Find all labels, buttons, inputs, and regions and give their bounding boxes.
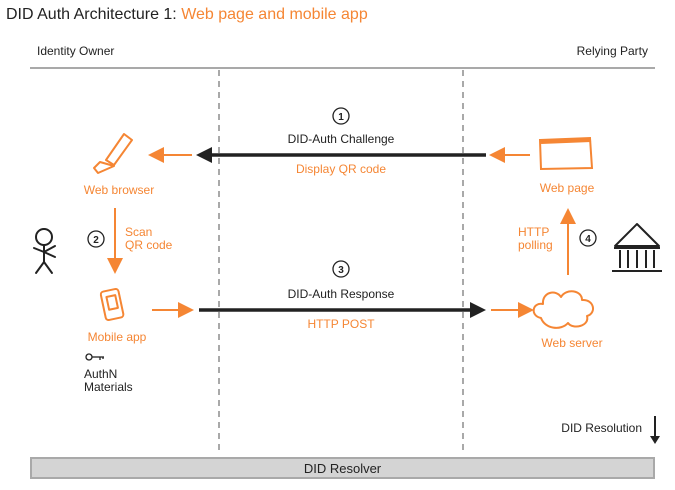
relying-party-label: Relying Party <box>576 44 648 58</box>
did-resolver-bar: DID Resolver <box>30 457 655 479</box>
step-3-label: DID-Auth Response <box>287 287 395 301</box>
diagram-title: DID Auth Architecture 1: Web page and mo… <box>6 6 368 24</box>
svg-text:2: 2 <box>93 235 99 246</box>
bank-icon <box>612 223 662 272</box>
web-page-label: Web page <box>539 181 595 195</box>
did-resolver-label: DID Resolver <box>303 460 382 476</box>
step-1-badge: 1 <box>332 107 350 125</box>
svg-text:3: 3 <box>338 265 344 276</box>
step-2-label: Scan QR code <box>125 225 173 252</box>
title-accent: Web page and mobile app <box>181 6 368 23</box>
response-arrow-head <box>470 302 486 318</box>
laptop-icon <box>93 133 133 174</box>
step-4-badge: 4 <box>579 229 597 247</box>
key-icon <box>85 353 104 361</box>
svg-text:4: 4 <box>585 234 591 245</box>
step-4-label: HTTP polling <box>518 225 553 252</box>
title-prefix: DID Auth Architecture 1: <box>6 6 182 23</box>
step-3-badge: 3 <box>332 260 350 278</box>
browser-window-icon <box>538 136 594 171</box>
step-1-sublabel: Display QR code <box>295 162 387 176</box>
challenge-arrow-head <box>196 147 212 163</box>
web-server-label: Web server <box>541 336 603 350</box>
stick-figure-icon <box>33 228 56 274</box>
svg-text:1: 1 <box>338 112 344 123</box>
web-browser-label: Web browser <box>83 183 155 197</box>
did-resolution-label: DID Resolution <box>561 421 642 435</box>
step-3-sublabel: HTTP POST <box>307 317 375 331</box>
mobile-app-label: Mobile app <box>87 330 147 344</box>
step-2-badge: 2 <box>87 230 105 248</box>
cloud-icon <box>532 290 594 329</box>
phone-icon <box>99 287 125 321</box>
identity-owner-label: Identity Owner <box>37 44 115 58</box>
authn-materials-label: AuthN Materials <box>84 367 133 394</box>
step-1-label: DID-Auth Challenge <box>287 132 395 146</box>
resolution-arrow-head <box>650 436 660 444</box>
